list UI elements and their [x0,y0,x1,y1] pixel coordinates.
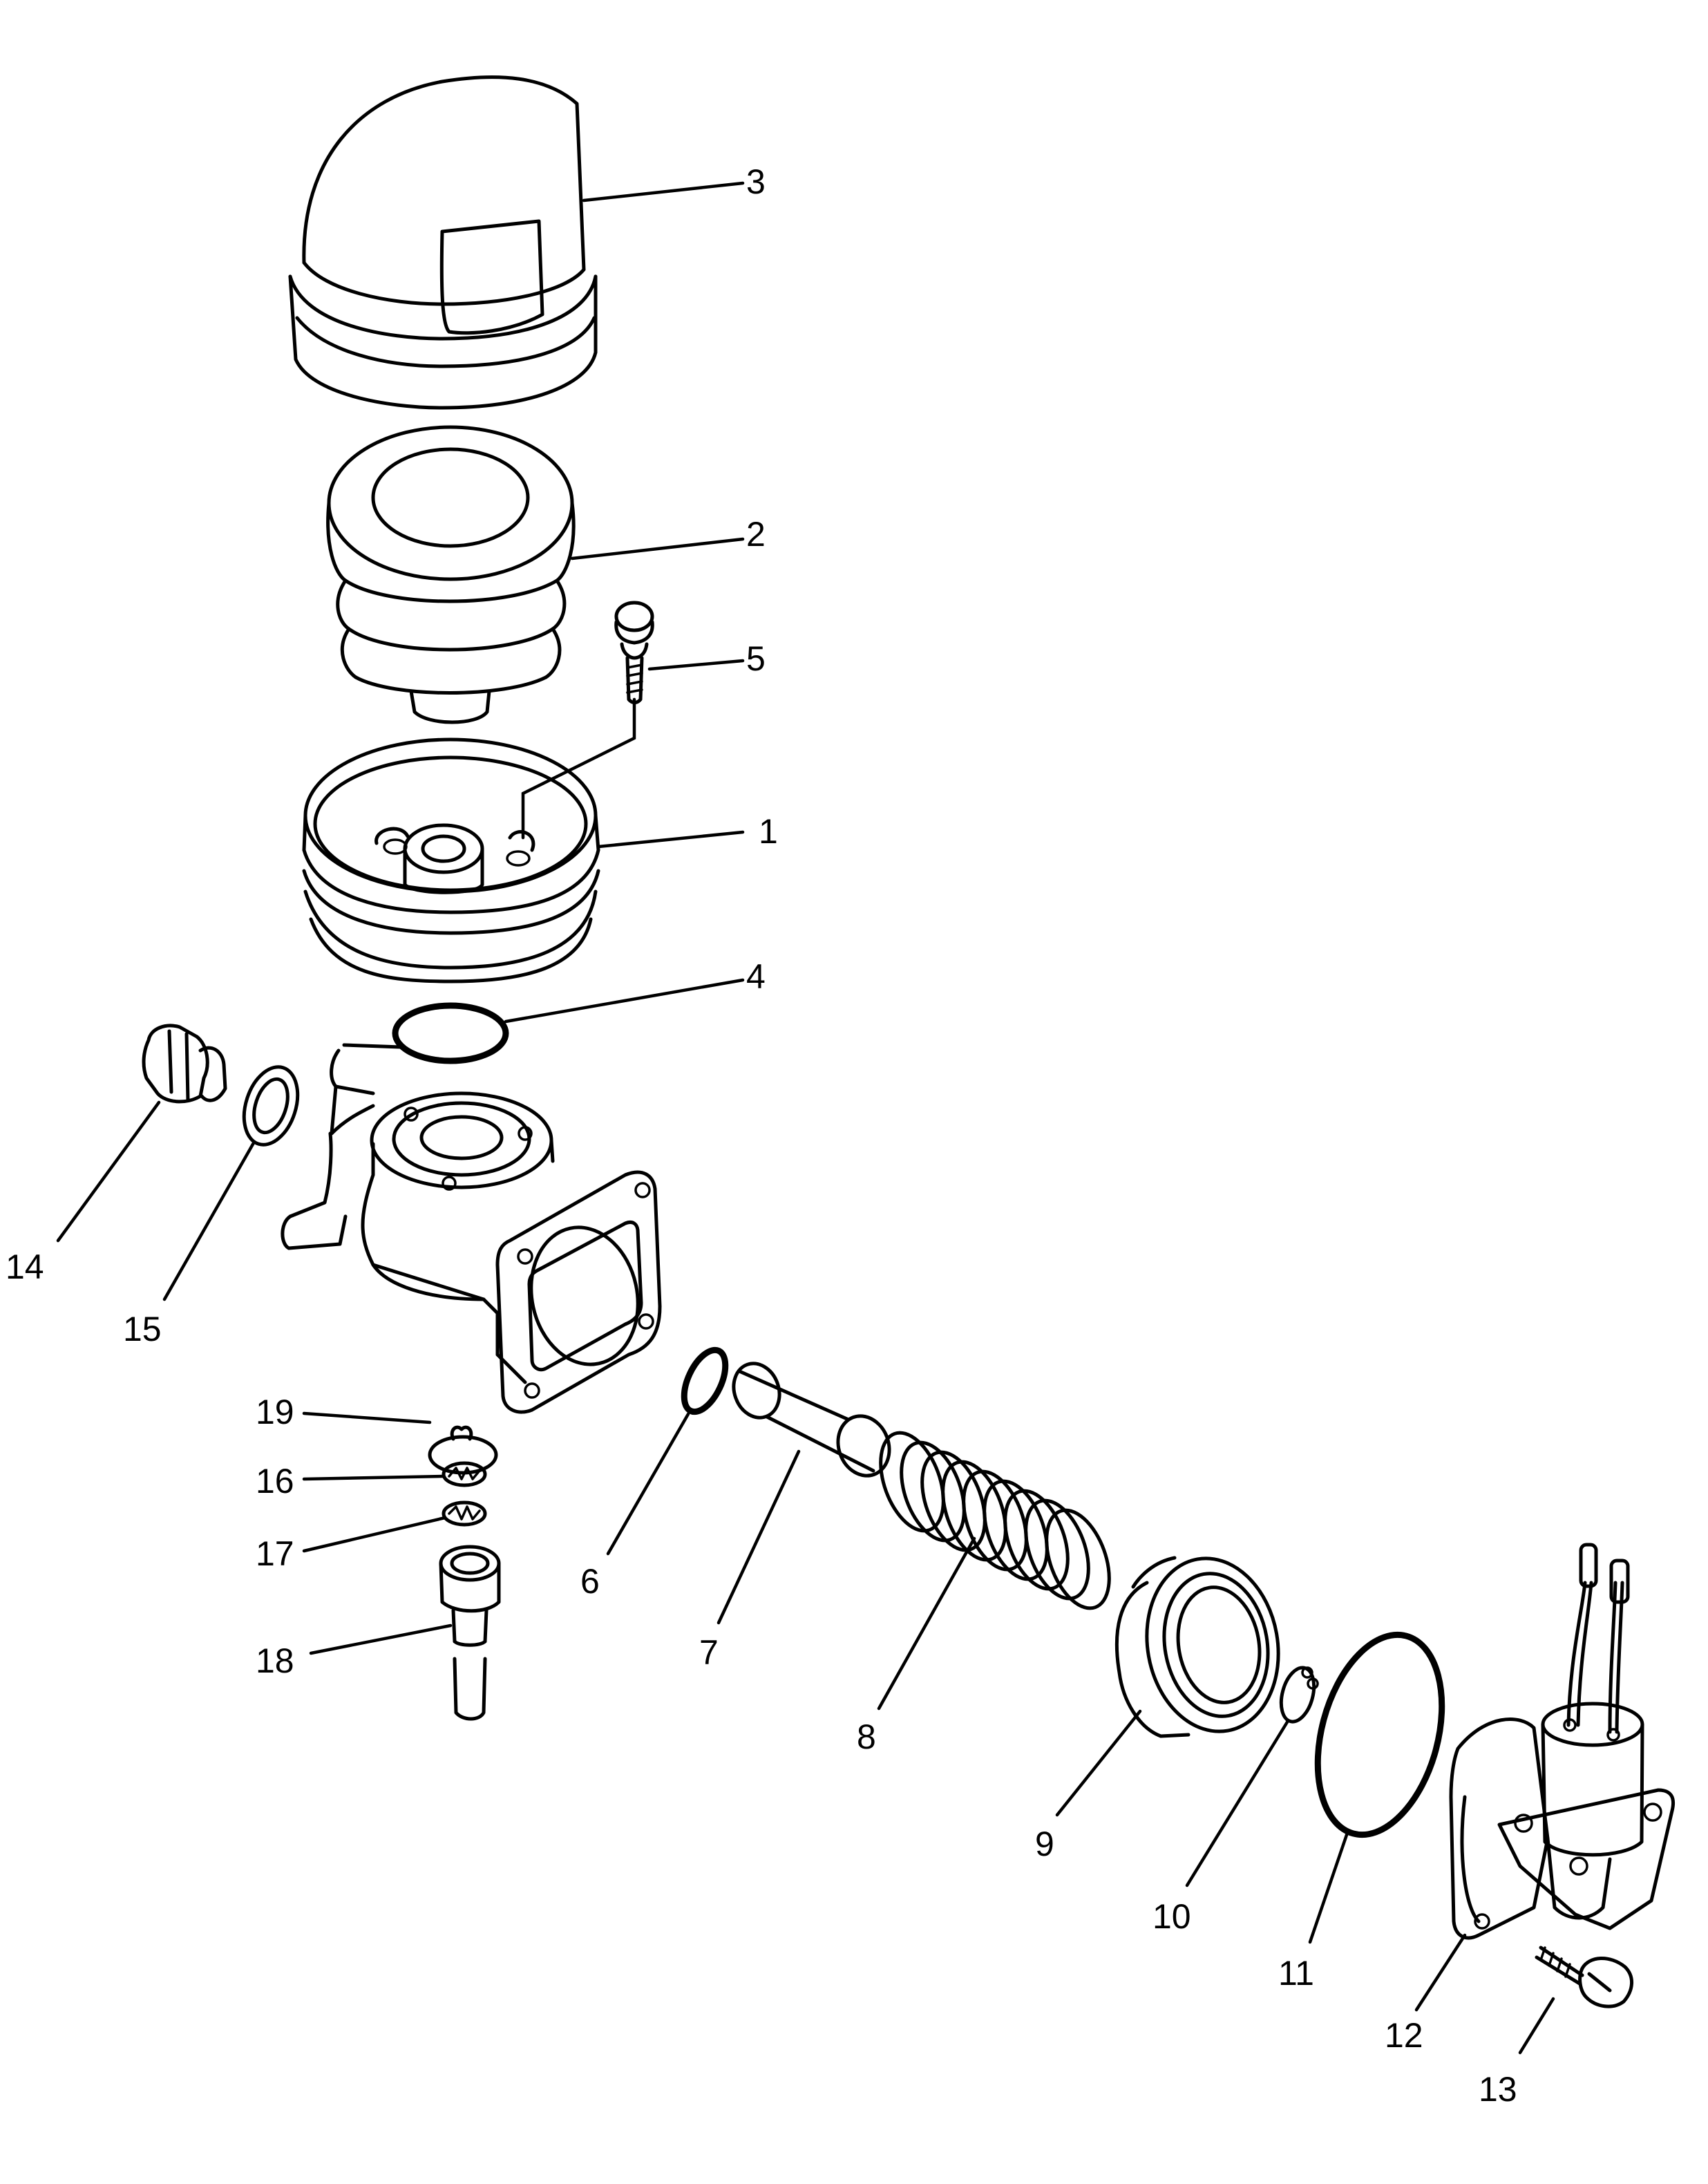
leader-6 [606,1412,690,1556]
callout-16: 16 [256,1462,294,1500]
leader-5-to-1 [521,697,636,840]
part-9-retainer [1114,1556,1280,1738]
leader-5 [647,659,745,671]
callout-14: 14 [6,1248,44,1286]
leader-17 [302,1516,447,1553]
callout-3: 3 [746,162,766,201]
leader-18 [309,1623,453,1655]
part-6-o-ring [681,1346,729,1415]
callout-2: 2 [746,515,766,554]
leader-9 [1055,1709,1142,1817]
callout-11: 11 [1278,1954,1314,1993]
callout-7: 7 [699,1633,719,1672]
callout-17: 17 [256,1534,294,1573]
part-5-bolt [614,601,654,704]
callout-6: 6 [580,1562,600,1601]
part-11-o-ring [1314,1631,1445,1838]
leader-1 [596,830,745,849]
leader-lines [56,181,1555,2055]
part-18-cap-screw [439,1545,501,1721]
callout-15: 15 [123,1310,162,1348]
callout-4: 4 [746,957,766,996]
part-10-snap-ring [1279,1666,1319,1724]
part-8-spring [879,1431,1111,1610]
leader-12 [1414,1933,1467,2012]
callout-9: 9 [1035,1825,1054,1863]
leader-8 [877,1536,976,1711]
part-7-piston [732,1362,891,1478]
callout-5: 5 [746,639,766,678]
leader-13 [1518,1997,1555,2055]
leader-19 [302,1411,432,1424]
leader-2 [570,537,745,561]
callout-12: 12 [1385,2016,1423,2055]
leader-14 [56,1100,161,1243]
leader-15 [162,1140,256,1301]
part-1-filter-head [302,737,600,983]
leader-16 [302,1474,446,1481]
callout-1: 1 [759,812,778,851]
housing-body [281,1043,662,1414]
leader-3 [582,181,745,203]
part-3-cover [288,75,598,410]
callout-labels: 3 2 5 1 4 14 15 19 16 17 18 6 7 8 9 10 1… [6,162,1517,2109]
part-4-o-ring [392,1002,509,1064]
leader-10 [1185,1719,1290,1888]
leader-4 [504,978,745,1024]
callout-18: 18 [256,1641,294,1680]
leader-11 [1308,1831,1349,1944]
part-12-solenoid [1449,1543,1676,1940]
leader-7 [717,1449,801,1625]
part-15-washer [242,1065,300,1147]
callout-13: 13 [1479,2070,1517,2109]
part-13-bolt [1535,1946,1633,2008]
part-16-spring-washer [442,1461,487,1487]
part-2-filter-element [326,425,576,724]
part-14-plug [142,1024,227,1104]
callout-19: 19 [256,1393,294,1431]
part-17-spring-washer [442,1500,487,1527]
part-19-tab-washer [428,1425,498,1475]
callout-8: 8 [857,1717,876,1756]
callout-10: 10 [1152,1897,1191,1936]
